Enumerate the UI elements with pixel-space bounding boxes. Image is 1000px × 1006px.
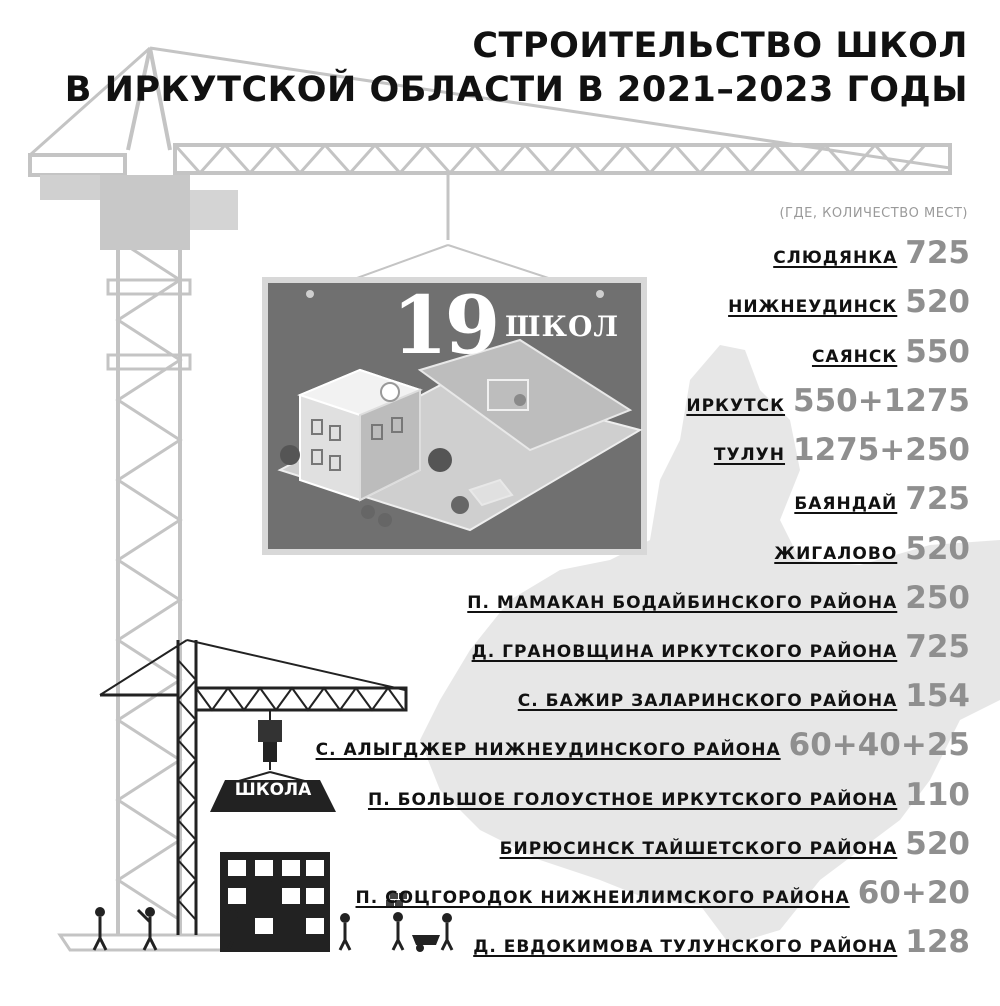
location-row: П. СОЦГОРОДОК НИЖНЕИЛИМСКОГО РАЙОНА 60+2… <box>356 875 970 911</box>
location-name: ЖИГАЛОВО <box>774 544 898 564</box>
location-name: БАЯНДАЙ <box>794 494 898 514</box>
location-seats: 60+20 <box>857 875 970 911</box>
location-seats: 550+1275 <box>793 383 970 419</box>
small-crane <box>99 639 408 935</box>
location-row: Д. ГРАНОВЩИНА ИРКУТСКОГО РАЙОНА 725 <box>472 629 970 665</box>
location-row: БИРЮСИНСК ТАЙШЕТСКОГО РАЙОНА 520 <box>500 826 970 862</box>
location-row: Д. ЕВДОКИМОВА ТУЛУНСКОГО РАЙОНА 128 <box>473 924 970 960</box>
location-row: С. БАЖИР ЗАЛАРИНСКОГО РАЙОНА 154 <box>518 678 970 714</box>
location-name: БИРЮСИНСК ТАЙШЕТСКОГО РАЙОНА <box>499 839 898 859</box>
location-name: ИРКУТСК <box>686 396 786 416</box>
tower-crane <box>28 46 952 952</box>
location-seats: 250 <box>905 580 970 616</box>
location-row: П. БОЛЬШОЕ ГОЛОУСТНОЕ ИРКУТСКОГО РАЙОНА … <box>368 777 970 813</box>
location-row: СЛЮДЯНКА 725 <box>773 235 970 271</box>
location-seats: 520 <box>905 826 970 862</box>
location-name: С. АЛЫГДЖЕР НИЖНЕУДИНСКОГО РАЙОНА <box>315 740 781 760</box>
location-row: ТУЛУН 1275+250 <box>714 432 970 468</box>
location-row: БАЯНДАЙ 725 <box>794 481 970 517</box>
location-name: П. СОЦГОРОДОК НИЖНЕИЛИМСКОГО РАЙОНА <box>355 888 850 908</box>
school-isometric <box>277 338 643 532</box>
schools-count: 19 <box>392 278 500 372</box>
location-row: С. АЛЫГДЖЕР НИЖНЕУДИНСКОГО РАЙОНА 60+40+… <box>316 727 970 763</box>
school-sign-label: ШКОЛА <box>234 780 312 800</box>
crane-counterweight <box>40 175 100 200</box>
location-name: НИЖНЕУДИНСК <box>728 297 898 317</box>
location-row: П. МАМАКАН БОДАЙБИНСКОГО РАЙОНА 250 <box>467 580 970 616</box>
title-line-1: СТРОИТЕЛЬСТВО ШКОЛ <box>472 26 968 66</box>
location-row: ЖИГАЛОВО 520 <box>774 531 970 567</box>
location-row: НИЖНЕУДИНСК 520 <box>728 284 970 320</box>
location-seats: 550 <box>905 334 970 370</box>
location-seats: 725 <box>905 629 970 665</box>
crane-cabin <box>100 175 190 250</box>
location-row: ИРКУТСК 550+1275 <box>686 383 970 419</box>
location-name: СЛЮДЯНКА <box>773 248 898 268</box>
location-seats: 725 <box>905 235 970 271</box>
location-seats: 725 <box>905 481 970 517</box>
location-row: САЯНСК 550 <box>812 334 970 370</box>
location-name: П. БОЛЬШОЕ ГОЛОУСТНОЕ ИРКУТСКОГО РАЙОНА <box>367 790 898 810</box>
location-seats: 520 <box>905 284 970 320</box>
location-seats: 110 <box>905 777 970 813</box>
location-name: ТУЛУН <box>713 445 786 465</box>
school-sign-board <box>210 780 336 812</box>
location-name: С. БАЖИР ЗАЛАРИНСКОГО РАЙОНА <box>517 691 898 711</box>
location-name: Д. ЕВДОКИМОВА ТУЛУНСКОГО РАЙОНА <box>473 937 898 957</box>
location-name: Д. ГРАНОВЩИНА ИРКУТСКОГО РАЙОНА <box>471 642 898 662</box>
region-map <box>420 345 1000 945</box>
location-seats: 60+40+25 <box>788 727 970 763</box>
location-seats: 154 <box>905 678 970 714</box>
location-name: П. МАМАКАН БОДАЙБИНСКОГО РАЙОНА <box>467 593 898 613</box>
title-line-2: В ИРКУТСКОЙ ОБЛАСТИ В 2021–2023 ГОДЫ <box>64 70 968 110</box>
location-seats: 1275+250 <box>793 432 970 468</box>
subtitle: (ГДЕ, КОЛИЧЕСТВО МЕСТ) <box>779 206 968 221</box>
location-seats: 128 <box>905 924 970 960</box>
workers <box>92 879 454 952</box>
schools-label: ШКОЛ <box>505 310 620 343</box>
location-seats: 520 <box>905 531 970 567</box>
location-name: САЯНСК <box>811 347 898 367</box>
